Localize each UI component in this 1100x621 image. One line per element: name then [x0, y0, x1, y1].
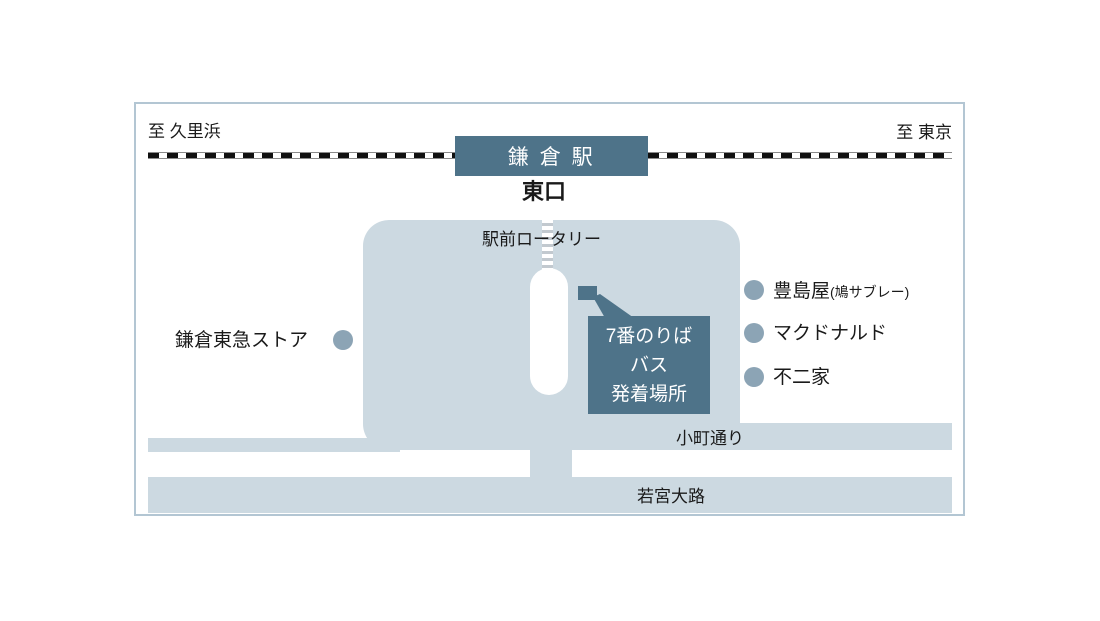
direction-label-tokyo: 至 東京: [896, 123, 952, 142]
station-name-label: 鎌 倉 駅: [507, 146, 596, 169]
crosswalk-icon: [542, 219, 553, 272]
landmark-label-fujiya: 不二家: [773, 367, 831, 388]
connector-road: [530, 440, 572, 477]
landmark-label-toshimaya: 豊島屋(鳩サブレー): [773, 282, 909, 301]
landmark-label-toshimaya-sub: (鳩サブレー): [830, 284, 910, 300]
landmark-dot-toshimaya: [744, 280, 764, 300]
landmark-label-tokyu-store: 鎌倉東急ストア: [175, 330, 309, 351]
callout-line-3: 発着場所: [610, 383, 687, 405]
east-exit-label: 東口: [521, 179, 567, 204]
wakamiya-street-label: 若宮大路: [637, 487, 705, 506]
bus-stop-marker: [578, 286, 597, 300]
komachi-street-left-segment: [148, 438, 400, 452]
komachi-street-right-segment: [715, 423, 952, 450]
landmark-dot-mcdonalds: [744, 323, 764, 343]
railway-line-left: [148, 152, 455, 159]
station-name-box: 鎌 倉 駅: [455, 136, 648, 176]
landmark-label-toshimaya-main: 豊島屋: [773, 281, 831, 302]
callout-pointer: [593, 294, 634, 318]
railway-line-right: [648, 152, 952, 159]
landmark-dot-tokyu-store: [333, 330, 353, 350]
callout-line-2: バス: [629, 354, 668, 376]
direction-label-kurihama: 至 久里浜: [148, 122, 221, 141]
rotary-label: 駅前ロータリー: [482, 230, 601, 249]
rotary-island: [530, 268, 568, 395]
wakamiya-street: [148, 477, 952, 513]
callout-line-1: 7番のりば: [605, 325, 693, 347]
bus-stop-callout: 7番のりば バス 発着場所: [588, 316, 710, 414]
landmark-dot-fujiya: [744, 367, 764, 387]
komachi-street-label: 小町通り: [676, 429, 744, 448]
landmark-label-mcdonalds: マクドナルド: [773, 323, 888, 344]
